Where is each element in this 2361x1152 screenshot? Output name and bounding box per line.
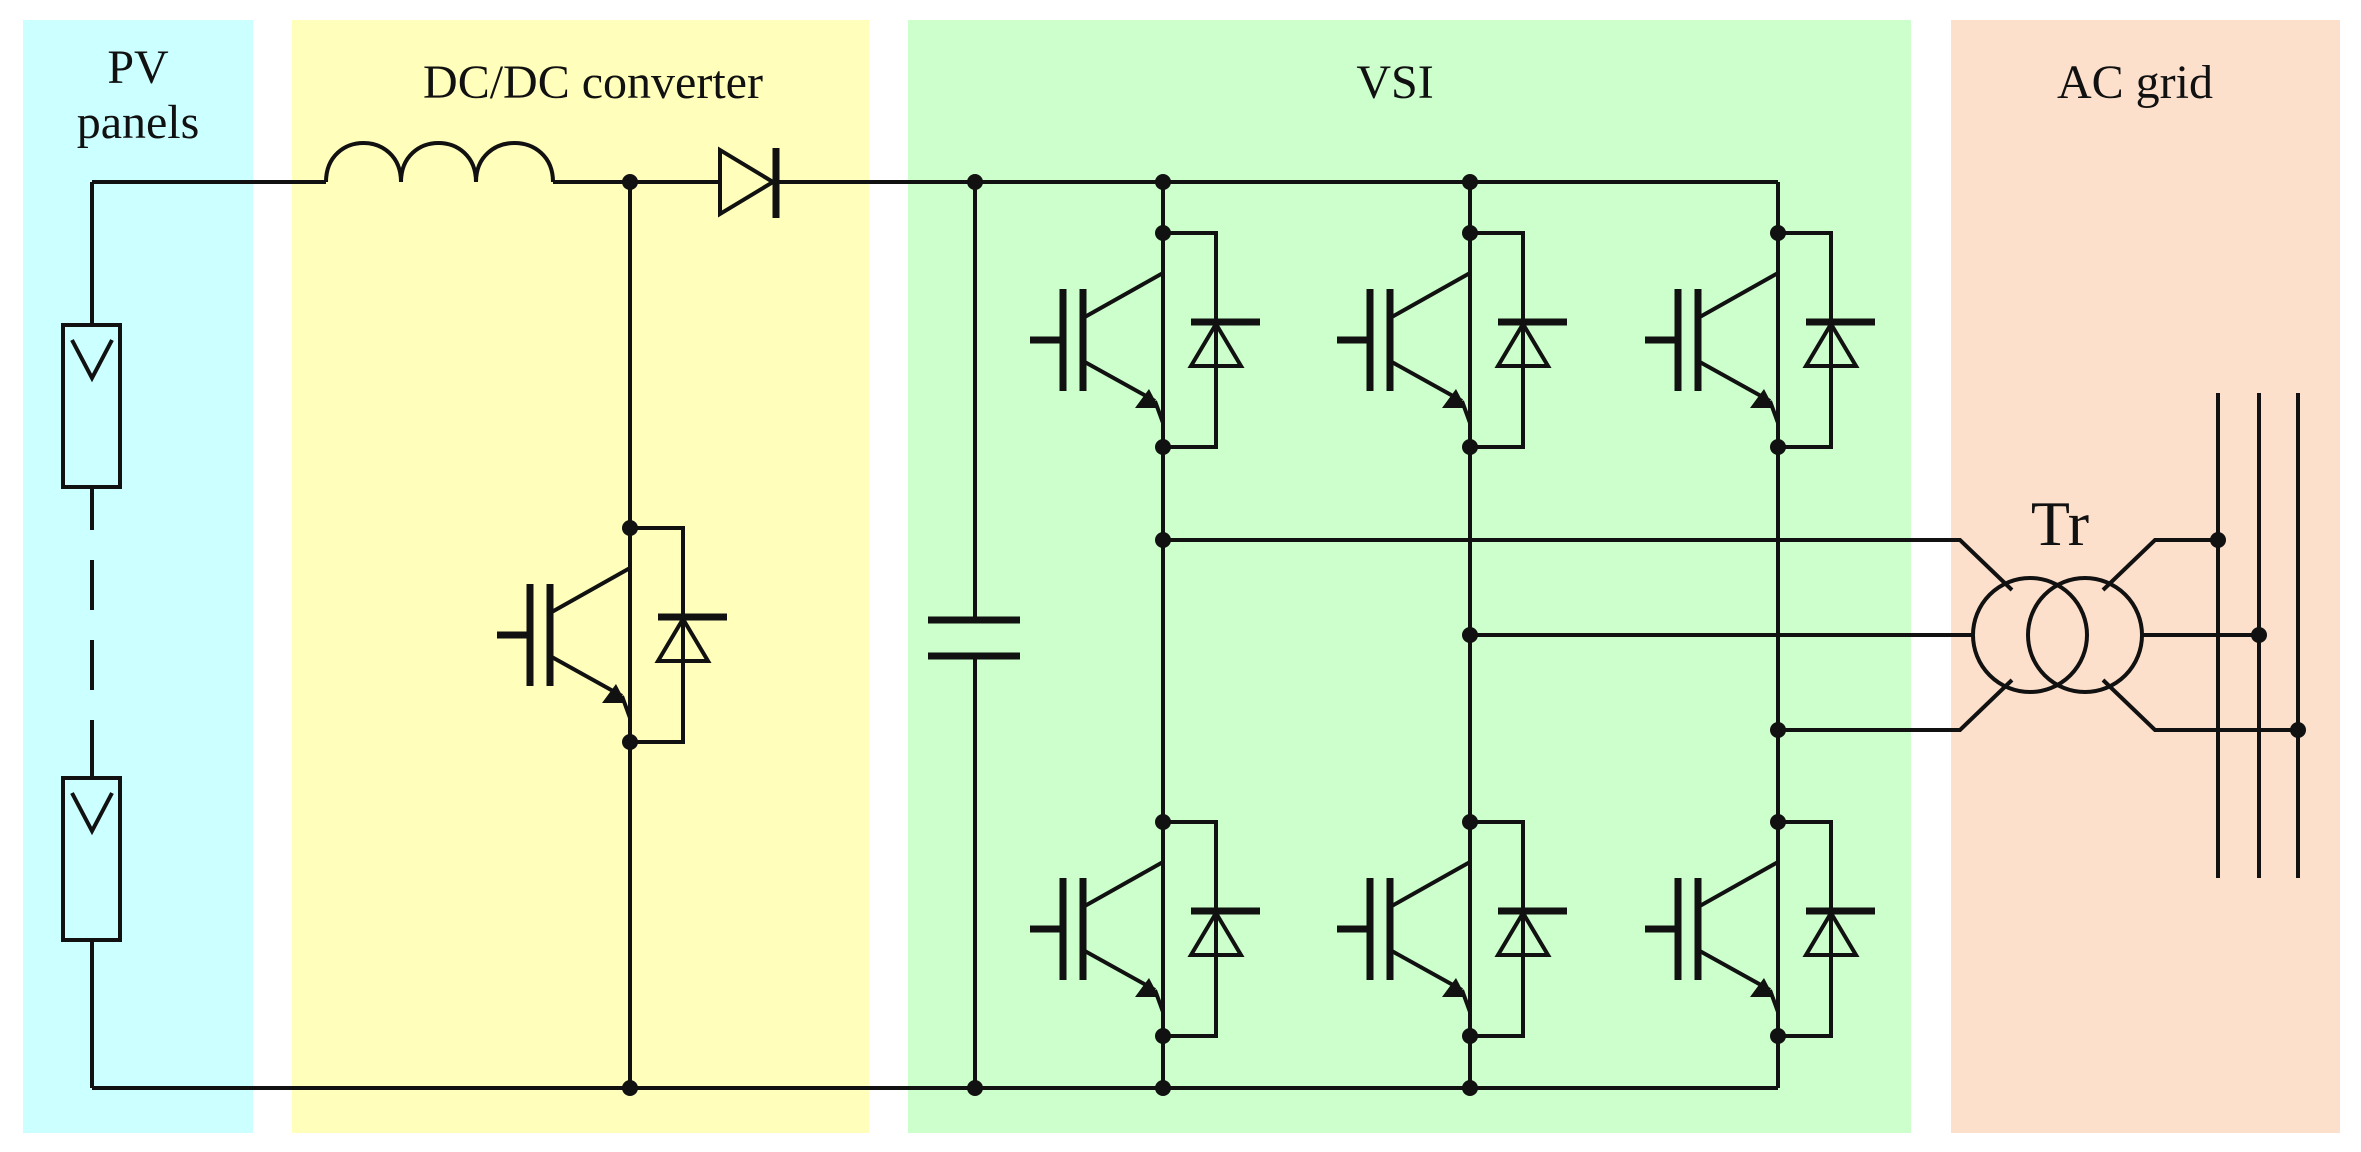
- dcdc-region: [292, 20, 869, 1133]
- phase-a-output: [1163, 538, 2014, 592]
- igbt-b-lower: [1337, 814, 1567, 1044]
- transformer-primary-winding: [1971, 576, 2089, 694]
- grid-region: [1951, 20, 2340, 1133]
- igbt-a-upper: [1030, 225, 1260, 455]
- phase-c-output: [1778, 678, 2014, 732]
- pv-region: [23, 20, 253, 1133]
- pv-region-label-line2: panels: [77, 96, 200, 149]
- boost-diode: [718, 146, 780, 218]
- grid-phase-a-link: [2101, 538, 2218, 592]
- dcdc-region-label: DC/DC converter: [423, 56, 763, 109]
- pv-region-label-line1: PV: [107, 41, 169, 94]
- vsi-region-label: VSI: [1356, 56, 1433, 109]
- igbt-b-upper: [1337, 225, 1567, 455]
- igbt-c-lower: [1645, 814, 1875, 1044]
- transformer: Tr: [1971, 488, 2144, 694]
- transformer-label: Tr: [2031, 488, 2089, 559]
- vsi-region: [908, 20, 1911, 1133]
- grid-region-label: AC grid: [2057, 56, 2213, 109]
- grid-phase-c-link: [2101, 678, 2298, 732]
- pv-string: [61, 182, 122, 1088]
- igbt-modules: [497, 225, 1875, 1044]
- igbt-c-upper: [1645, 225, 1875, 455]
- dc-link-capacitor: [928, 182, 1020, 1088]
- junction-dots: [622, 174, 2306, 1096]
- igbt-a-lower: [1030, 814, 1260, 1044]
- boost-inductor: [324, 141, 555, 183]
- boost-igbt: [497, 520, 727, 750]
